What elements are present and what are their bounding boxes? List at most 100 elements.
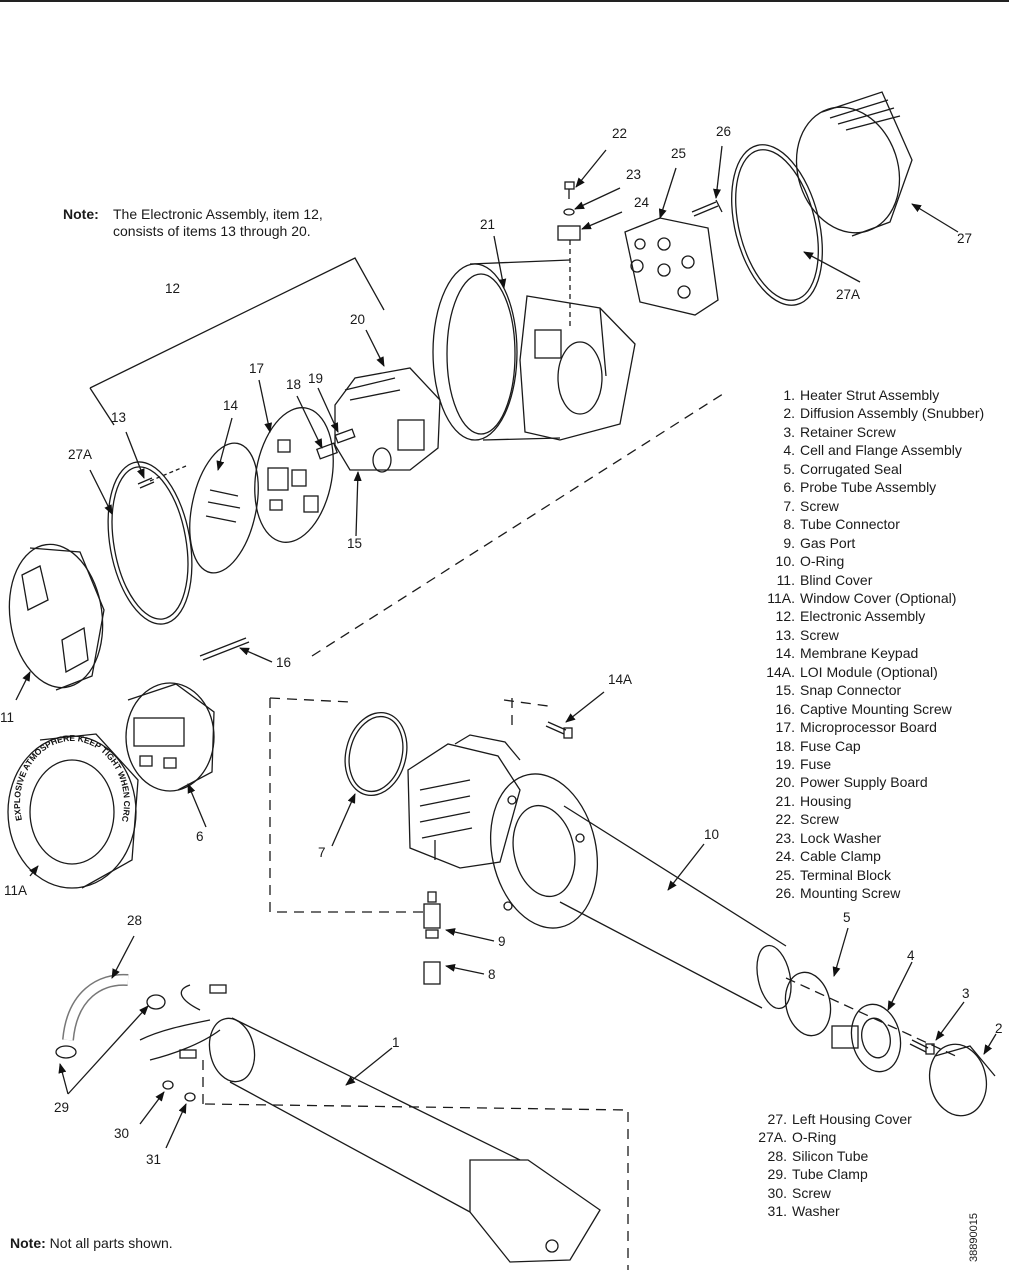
- legend-number: 6.: [783, 479, 795, 496]
- legend-number: 3.: [783, 423, 795, 440]
- legend-number: 29.: [767, 1166, 787, 1183]
- legend-number: 10.: [775, 553, 795, 570]
- cell-flange-drawing: [831, 1003, 902, 1073]
- o-ring-10-drawing: [344, 711, 408, 797]
- legend-row: 27A. O-Ring: [748, 1128, 836, 1146]
- bottom-note-text: Not all parts shown.: [49, 1235, 173, 1251]
- callout-label: 31: [146, 1152, 162, 1167]
- probe-tube-drawing: [489, 773, 792, 1010]
- top-note: Note: The Electronic Assembly, item 12, …: [63, 206, 383, 239]
- legend-number: 24.: [775, 848, 795, 865]
- legend-row: 18.Fuse Cap: [754, 737, 861, 755]
- legend-text: Washer: [792, 1203, 840, 1219]
- legend-row: 3. Retainer Screw: [754, 423, 895, 441]
- callout-label: 28: [127, 913, 143, 928]
- callout-label: 11: [0, 710, 15, 725]
- legend-row: 4. Cell and Flange Assembly: [754, 441, 962, 459]
- legend-text: Screw: [800, 497, 839, 514]
- callout-label: 30: [114, 1126, 130, 1141]
- housing-drawing: [432, 259, 636, 441]
- top-note-line2: consists of items 13 through 20.: [113, 223, 311, 239]
- callout-label: 8: [488, 967, 496, 982]
- legend-number: 15.: [775, 682, 795, 699]
- legend-text: Retainer Screw: [800, 423, 896, 440]
- legend-row: 16.Captive Mounting Screw: [754, 700, 952, 718]
- legend-number: 21.: [775, 792, 795, 809]
- legend-number: 11.: [776, 571, 795, 588]
- legend-number: 1.: [783, 387, 795, 403]
- legend-number: 17.: [775, 719, 795, 736]
- legend-number: 23.: [775, 829, 795, 846]
- legend-number: 14A.: [766, 663, 795, 680]
- callout-label: 5: [843, 910, 851, 925]
- assembly-bracket: [89, 257, 385, 389]
- legend-row: 14.Membrane Keypad: [754, 644, 919, 662]
- legend-row: 25.Terminal Block: [754, 866, 892, 884]
- callout-label: 3: [962, 986, 970, 1001]
- legend-number: 7.: [783, 497, 795, 514]
- callout-label: 20: [350, 312, 366, 327]
- terminal-block-drawing: [624, 217, 719, 316]
- top-note-label: Note:: [63, 206, 99, 222]
- legend-row: 28. Silicon Tube: [748, 1147, 869, 1165]
- callout-label: 22: [612, 126, 628, 141]
- legend-row: 13.Screw: [754, 626, 839, 644]
- callout-label: 1: [392, 1035, 400, 1050]
- callout-label: 2: [995, 1021, 1003, 1036]
- legend-row: 15.Snap Connector: [754, 681, 902, 699]
- legend-number: 4.: [783, 442, 795, 459]
- legend-number: 2.: [783, 405, 795, 422]
- fuse-drawing: [334, 428, 356, 444]
- legend-text: Microprocessor Board: [800, 719, 937, 736]
- corrugated-seal-drawing: [784, 971, 832, 1037]
- wire-harness: [139, 984, 221, 1061]
- legend-text: Mounting Screw: [800, 885, 901, 902]
- legend-number: 20.: [775, 774, 795, 791]
- heater-strut-drawing: [208, 1017, 601, 1263]
- legend-number: 19.: [775, 756, 795, 772]
- assembly-lines: [202, 391, 727, 1270]
- legend-row: 14A. LOI Module (Optional): [754, 663, 938, 681]
- captive-screw-drawing: [199, 637, 247, 657]
- legend-row: 12.Electronic Assembly: [754, 607, 926, 625]
- legend-number: 26.: [775, 885, 795, 902]
- legend-row: 17. Microprocessor Board: [754, 718, 937, 736]
- callout-label: 29: [54, 1100, 70, 1115]
- callout-label: 16: [276, 655, 292, 670]
- legend-text: Cell and Flange Assembly: [800, 442, 962, 459]
- legend-number: 11A.: [767, 589, 795, 606]
- legend-text: Probe Tube Assembly: [800, 479, 937, 496]
- legend-number: 12.: [775, 608, 795, 625]
- legend-row: 24.Cable Clamp: [754, 847, 881, 865]
- legend-text: Tube Clamp: [792, 1166, 868, 1183]
- callout-label: 27A: [836, 287, 861, 302]
- power-supply-board-drawing: [334, 367, 441, 473]
- callout-label: 25: [671, 146, 687, 161]
- legend-row: 2.Diffusion Assembly (Snubber): [754, 404, 984, 422]
- legend-number: 13.: [775, 626, 795, 643]
- legend-text: Housing: [800, 792, 852, 809]
- legend-text: O-Ring: [800, 553, 845, 570]
- legend-row: 22.Screw: [754, 810, 839, 828]
- probe-head-drawing: [407, 734, 521, 869]
- legend-number: 27A.: [758, 1129, 787, 1146]
- gas-port-drawing: [423, 891, 441, 985]
- microprocessor-board-drawing: [254, 407, 334, 543]
- callout-label: 18: [286, 377, 302, 392]
- legend-number: 28.: [767, 1147, 787, 1164]
- legend-row: 20.Power Supply Board: [754, 773, 928, 791]
- callout-label: 6: [196, 829, 204, 844]
- tube-clamp-drawing: [146, 994, 166, 1010]
- legend-text: Silicon Tube: [792, 1147, 869, 1164]
- legend-text: O-Ring: [792, 1129, 837, 1146]
- window-cover-drawing: [7, 733, 139, 889]
- screw-7-drawing: [545, 721, 567, 735]
- legend-text: Screw: [800, 811, 839, 828]
- legend-text: LOI Module (Optional): [800, 663, 938, 680]
- figure-id: 38890015: [968, 1213, 980, 1262]
- legend-text: Tube Connector: [800, 516, 900, 533]
- callout-label: 23: [626, 167, 642, 182]
- legend-row: 19.Fuse: [754, 755, 832, 773]
- callout-label: 10: [704, 827, 720, 842]
